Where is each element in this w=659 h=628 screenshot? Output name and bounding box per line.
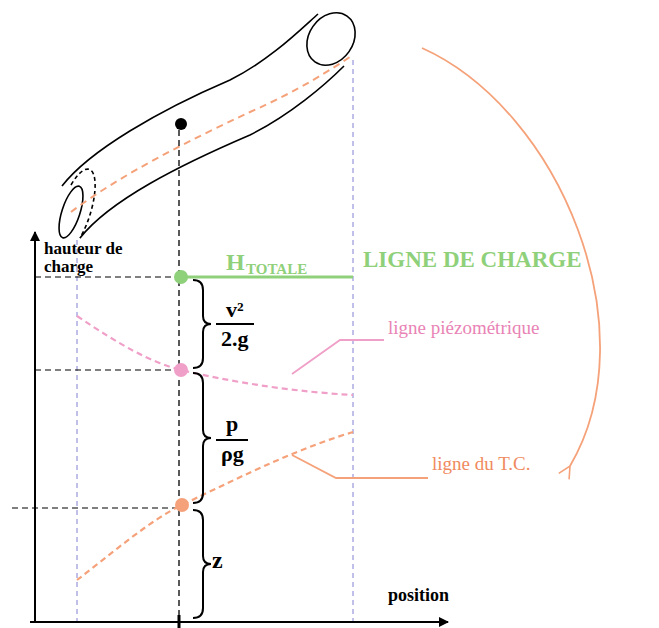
head-label: H <box>226 250 245 275</box>
line-label: LIGNE DE CHARGE <box>363 248 582 272</box>
guide-line <box>35 276 179 277</box>
fraction-bar <box>216 439 248 441</box>
head-subscript: TOTALE <box>246 262 307 278</box>
piezometric-line <box>77 316 353 395</box>
axis-label: hauteur de charge <box>44 240 144 276</box>
point <box>174 270 188 284</box>
guide-line <box>77 240 78 622</box>
variable-label: z <box>212 548 223 573</box>
brace <box>193 280 211 618</box>
centerline-line <box>77 432 353 580</box>
point <box>175 118 187 130</box>
x-axis <box>30 621 448 623</box>
point <box>175 498 189 512</box>
leader-line <box>292 455 428 478</box>
guide-line <box>353 60 354 622</box>
fraction-bar <box>216 323 254 325</box>
line-label: ligne du T.C. <box>432 454 531 474</box>
line-label: ligne piézométrique <box>388 318 539 338</box>
y-axis <box>34 232 36 622</box>
fraction-part: ρg <box>221 442 244 465</box>
guide-line <box>35 369 179 370</box>
fraction-part: p <box>226 412 238 435</box>
fraction-part: v² <box>226 298 244 321</box>
pipe <box>54 3 365 240</box>
guide-line <box>12 507 179 508</box>
leader-line <box>292 340 384 374</box>
axis-label: position <box>388 586 449 605</box>
pipe-centerline <box>71 55 353 212</box>
point <box>174 363 188 377</box>
fraction-part: 2.g <box>221 327 249 350</box>
tick <box>178 615 181 628</box>
